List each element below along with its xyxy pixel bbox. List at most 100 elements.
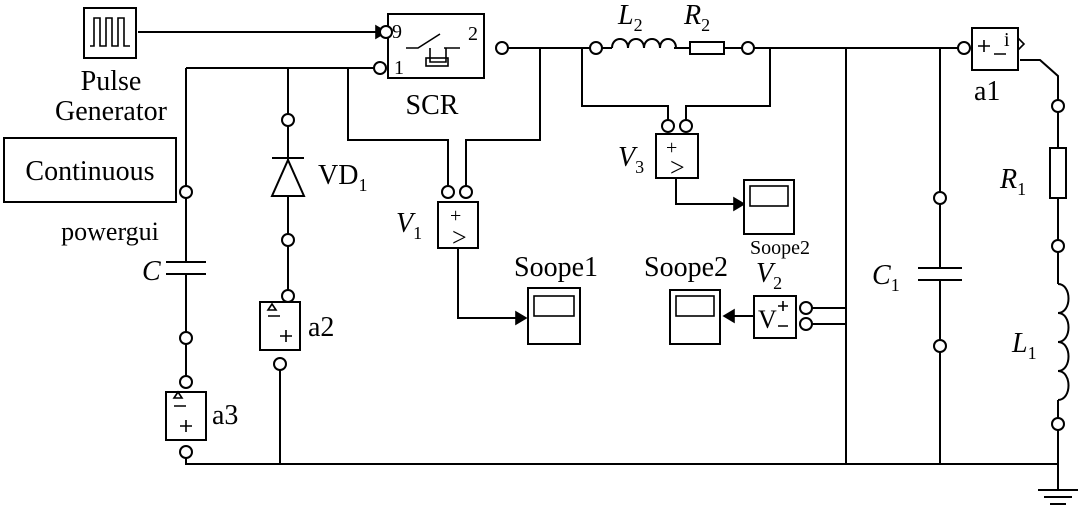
resistor-r2-block[interactable] <box>689 41 755 55</box>
capacitor-c-plates <box>166 261 206 275</box>
ammeter-a3-port-bottom[interactable] <box>179 445 193 459</box>
vd1-triangle <box>270 157 306 197</box>
pulse-wave-icon <box>90 17 130 47</box>
ammeter-a1-box[interactable] <box>971 27 1019 71</box>
ammeter-a2-box[interactable] <box>259 301 301 351</box>
inductor-l1-port-bottom[interactable] <box>1051 417 1065 431</box>
scope2-left-block[interactable] <box>669 289 721 345</box>
resistor-r1-port-bottom[interactable] <box>1051 239 1065 253</box>
voltmeter-v3-arrow: > <box>670 153 685 182</box>
resistor-r1-label: R1 <box>999 164 1026 199</box>
scope2-right-label: Soope2 <box>750 237 810 259</box>
ammeter-a3-mark <box>172 390 184 399</box>
ammeter-a3-box[interactable] <box>165 391 207 441</box>
ammeter-a2-mark <box>266 302 278 311</box>
scr-port-out-label: 2 <box>468 23 478 45</box>
vd1-port-top[interactable] <box>281 113 295 127</box>
arrow-scope2-right <box>733 196 746 212</box>
voltmeter-v2-signs <box>778 301 788 327</box>
scr-block[interactable] <box>373 13 509 79</box>
capacitor-c-label: C <box>142 256 161 287</box>
scr-label: SCR <box>406 90 459 121</box>
inductor-l1-block[interactable] <box>1051 283 1070 431</box>
voltmeter-v1-arrow: > <box>452 223 467 252</box>
ammeter-a1-port-in[interactable] <box>957 41 971 55</box>
voltmeter-v1-port-plus[interactable] <box>459 185 473 199</box>
scr-box[interactable] <box>387 13 485 79</box>
pulse-generator-label-2: Generator <box>55 96 168 127</box>
voltmeter-v2-port-minus[interactable] <box>799 317 813 331</box>
inductor-l1-label: L1 <box>1011 328 1037 363</box>
wire-a1-out <box>1020 59 1059 100</box>
capacitor-c1-port-top[interactable] <box>933 191 947 205</box>
ammeter-a1-glyph: i <box>1004 29 1010 51</box>
voltmeter-v1-box[interactable] <box>437 201 479 249</box>
powergui-box[interactable] <box>3 137 177 203</box>
capacitor-c1-block[interactable] <box>918 191 962 353</box>
resistor-r1-block[interactable] <box>1049 99 1067 253</box>
voltmeter-v3-port-plus[interactable] <box>661 119 675 133</box>
wire-v1-plus <box>465 48 541 186</box>
voltmeter-v2-port-plus[interactable] <box>799 301 813 315</box>
scope1-block[interactable] <box>527 287 581 345</box>
capacitor-c1-plates <box>918 267 962 281</box>
capacitor-c-block[interactable] <box>166 185 206 345</box>
ammeter-a2-label: a2 <box>308 312 334 343</box>
scope2-left-label: Soope2 <box>644 252 728 283</box>
ammeter-a3-block[interactable] <box>165 375 207 459</box>
capacitor-c-port-bottom[interactable] <box>179 331 193 345</box>
scr-port-gate[interactable] <box>379 25 393 39</box>
pulse-generator-label-1: Pulse <box>81 66 142 97</box>
ammeter-a1-mark <box>1017 37 1026 51</box>
voltmeter-v3-box[interactable] <box>655 133 699 179</box>
arrow-scope2-left <box>722 308 735 324</box>
voltmeter-v3-port-minus[interactable] <box>679 119 693 133</box>
ammeter-a1-block[interactable] <box>957 27 1026 71</box>
ground-lines <box>1038 489 1078 505</box>
voltmeter-v1-block[interactable] <box>437 185 479 249</box>
ammeter-a3-port-top[interactable] <box>179 375 193 389</box>
pulse-generator-box[interactable] <box>83 7 137 59</box>
vd1-block[interactable] <box>270 113 306 247</box>
voltmeter-v1-label: V1 <box>396 208 422 243</box>
resistor-r1-port-top[interactable] <box>1051 99 1065 113</box>
voltmeter-v3-plus: + <box>666 137 677 159</box>
inductor-l2-port-in[interactable] <box>589 41 603 55</box>
ground-icon <box>1038 489 1078 505</box>
scope2-right-screen-icon <box>749 185 789 207</box>
switch-resistor-icon <box>425 57 449 67</box>
vd1-label: VD1 <box>318 160 367 195</box>
scope2-right-box[interactable] <box>743 179 795 235</box>
ammeter-a2-port-top[interactable] <box>281 289 295 303</box>
scope1-label: Soope1 <box>514 252 598 283</box>
voltmeter-v2-box[interactable] <box>753 295 797 339</box>
capacitor-c-port-top[interactable] <box>179 185 193 199</box>
resistor-r1-body[interactable] <box>1049 147 1067 199</box>
voltmeter-v1-port-minus[interactable] <box>441 185 455 199</box>
pulse-generator-block[interactable] <box>83 7 137 59</box>
powergui-caption: powergui <box>61 217 159 246</box>
capacitor-c1-port-bottom[interactable] <box>933 339 947 353</box>
scope1-screen-icon <box>533 295 575 317</box>
wire-v1-minus <box>347 68 449 186</box>
vd1-port-bottom[interactable] <box>281 233 295 247</box>
voltmeter-v2-label: V2 <box>756 258 782 293</box>
scr-port-out[interactable] <box>495 41 509 55</box>
ammeter-a2-block[interactable] <box>259 289 301 371</box>
ammeter-a1-signs <box>978 40 1006 55</box>
resistor-r2-port-out[interactable] <box>741 41 755 55</box>
scope2-right-block[interactable] <box>743 179 795 235</box>
voltmeter-v2-block[interactable] <box>753 295 813 339</box>
ammeter-a2-signs <box>268 315 292 342</box>
scr-port-in[interactable] <box>373 61 387 75</box>
inductor-l2-block[interactable] <box>589 38 677 55</box>
inductor-l2-label: L2 <box>617 0 643 35</box>
scr-port-in-label: 1 <box>394 57 404 79</box>
wire-v1-to-scope1 <box>457 248 516 319</box>
scope2-left-box[interactable] <box>669 289 721 345</box>
ammeter-a2-port-bottom[interactable] <box>273 357 287 371</box>
resistor-r2-body[interactable] <box>689 41 725 55</box>
voltmeter-v3-block[interactable] <box>655 119 699 179</box>
